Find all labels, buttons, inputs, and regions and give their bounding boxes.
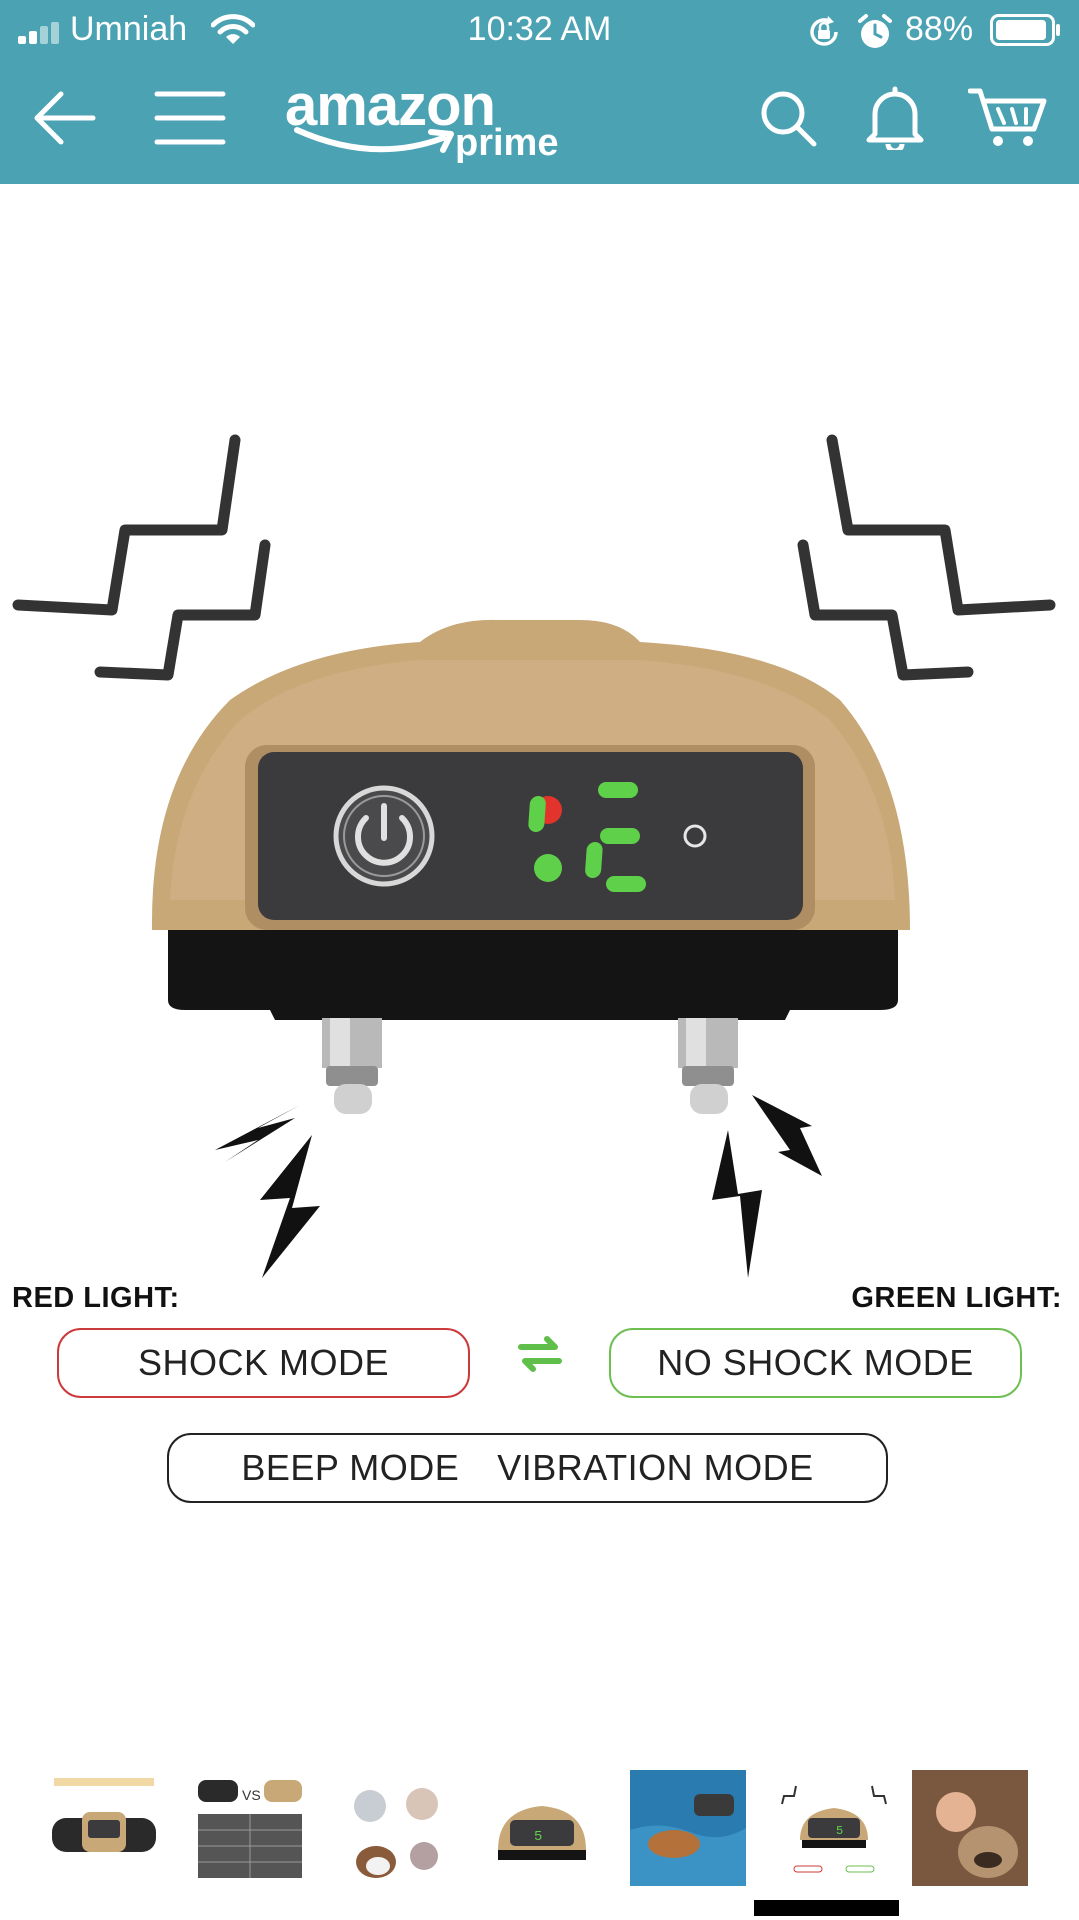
thumbnail-2[interactable]: VS: [192, 1770, 308, 1886]
probe-left: [322, 1018, 382, 1114]
green-led: [534, 854, 562, 882]
thumbnail-6-selected[interactable]: 5: [776, 1770, 892, 1886]
menu-button[interactable]: [150, 78, 230, 158]
battery-icon: [990, 14, 1060, 46]
thumbnail-4[interactable]: 5: [484, 1770, 600, 1886]
logo-prime: prime: [455, 122, 559, 164]
vibration-mode-text: VIBRATION MODE: [497, 1447, 814, 1488]
thumbnail-7[interactable]: [912, 1770, 1028, 1886]
menu-icon: [154, 91, 226, 145]
top-bar: Umniah 10:32 AM 88%: [0, 0, 1079, 184]
beep-vibration-pill: BEEP MODE VIBRATION MODE: [167, 1433, 888, 1503]
status-time: 10:32 AM: [467, 10, 612, 48]
receiver-base: [168, 930, 898, 1020]
green-light-label: GREEN LIGHT:: [851, 1282, 1062, 1314]
red-light-label: RED LIGHT:: [12, 1282, 180, 1314]
back-button[interactable]: [24, 78, 104, 158]
collar-illustration: [12, 434, 1056, 1278]
search-button[interactable]: [748, 78, 828, 158]
cart-button[interactable]: [968, 78, 1048, 158]
status-bar: Umniah 10:32 AM 88%: [0, 0, 1079, 60]
no-shock-mode-text: NO SHOCK MODE: [657, 1342, 974, 1383]
shock-mode-text: SHOCK MODE: [137, 1342, 390, 1383]
alarm-icon: [858, 14, 892, 48]
thumbnail-strip: VS 5: [0, 1765, 1079, 1890]
svg-text:5: 5: [534, 1829, 542, 1845]
no-shock-mode-pill: NO SHOCK MODE: [609, 1328, 1022, 1398]
battery-percent: 88%: [905, 10, 974, 48]
logo-brand: amazon: [285, 73, 496, 138]
beep-mode-text: BEEP MODE: [241, 1447, 460, 1488]
rotation-lock-icon: [810, 16, 838, 46]
amazon-prime-logo[interactable]: amazon prime: [285, 72, 575, 172]
product-image[interactable]: RED LIGHT: GREEN LIGHT: SHOCK MODE NO SH…: [0, 184, 1079, 1744]
svg-text:5: 5: [836, 1824, 843, 1838]
lightning-left: [215, 1105, 320, 1278]
thumbnail-1[interactable]: [46, 1770, 162, 1886]
smile-arrow-icon: [294, 127, 454, 153]
carrier-name: Umniah: [70, 10, 188, 48]
notifications-button[interactable]: [855, 78, 935, 158]
back-arrow-icon: [34, 91, 96, 145]
svg-text:VS: VS: [242, 1787, 261, 1803]
cart-icon: [968, 88, 1047, 146]
bell-icon: [866, 86, 924, 150]
signal-icon: [18, 22, 59, 44]
wifi-icon: [211, 14, 255, 44]
vibration-lines-right: [797, 434, 1056, 681]
thumbnail-3[interactable]: [338, 1770, 454, 1886]
selected-thumbnail-indicator: [754, 1900, 899, 1916]
thumbnail-5[interactable]: [630, 1770, 746, 1886]
lightning-right: [712, 1095, 822, 1278]
search-icon: [761, 91, 817, 147]
swap-arrows-icon: [518, 1336, 562, 1372]
probe-right: [678, 1018, 738, 1114]
digit-display: [528, 782, 646, 892]
vibration-lines-left: [12, 434, 271, 681]
shock-mode-pill: SHOCK MODE: [57, 1328, 470, 1398]
